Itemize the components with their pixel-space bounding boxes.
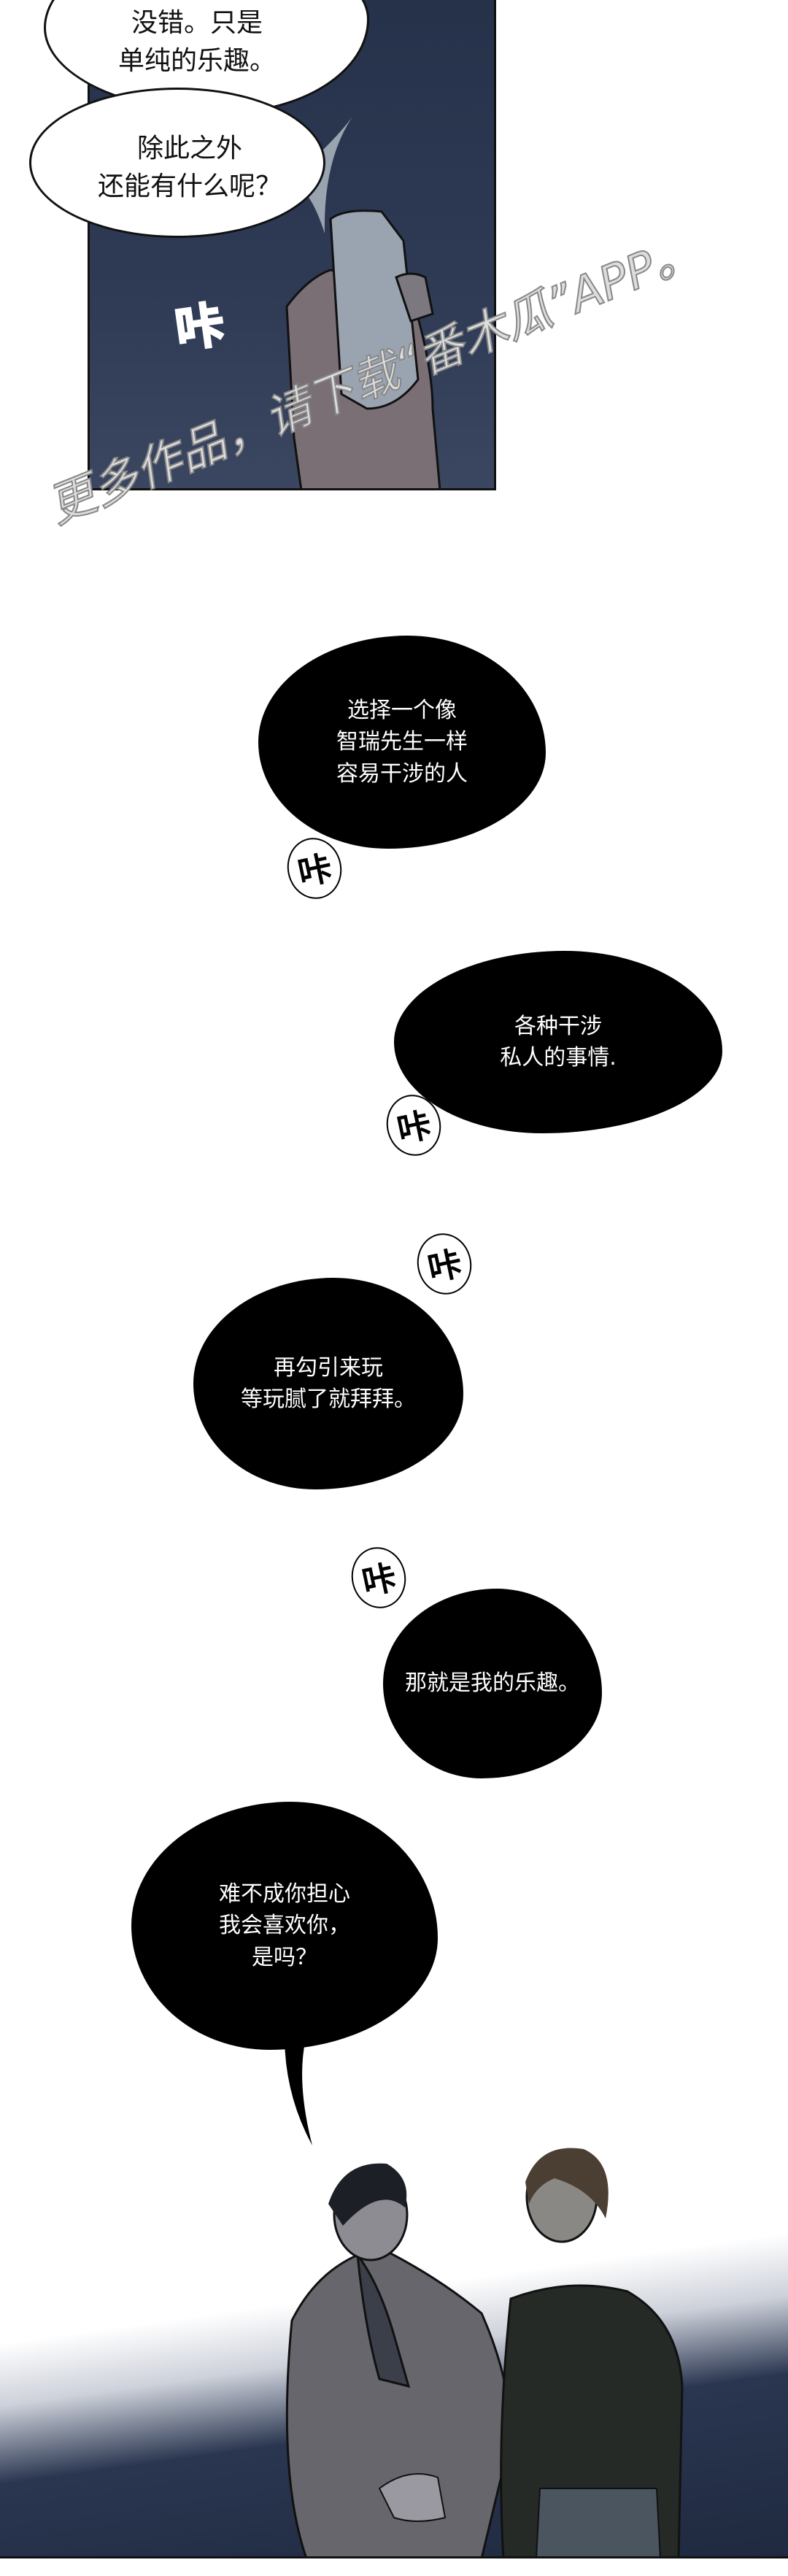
text-line: 我会喜欢你， (219, 1913, 350, 1939)
text-line: 单纯的乐趣。 (117, 46, 276, 77)
speech-bubble-black: 各种干涉 私人的事情. (394, 951, 722, 1133)
speech-bubble-black: 再勾引来玩 等玩腻了就拜拜。 (193, 1278, 463, 1489)
text-line: 再勾引来玩 (274, 1354, 383, 1381)
text-line: 没错。只是 (131, 8, 263, 38)
sound-effect: 咔 (171, 295, 228, 359)
bubble-text: 没错。只是 单纯的乐趣。 (102, 4, 292, 80)
comic-panel-two-men (0, 2145, 788, 2558)
sound-effect: 咔 (412, 1228, 477, 1300)
sound-effect: 咔 (282, 833, 347, 904)
hand-holding-lighter-illustration (285, 117, 441, 488)
text-line: 难不成你担心 (219, 1881, 350, 1907)
text-line: 容易干涉的人 (336, 760, 468, 787)
bubble-tail (285, 2036, 312, 2145)
text-line: 除此之外 (136, 134, 242, 163)
text-line: 各种干涉 (514, 1013, 602, 1039)
text-line: 选择一个像 (347, 697, 457, 723)
text-line: 等玩腻了就拜拜。 (241, 1387, 416, 1412)
text-line: 还能有什么呢？ (97, 171, 282, 202)
speech-bubble-white-2 (29, 88, 325, 238)
speech-bubble-black: 选择一个像 智瑞先生一样 容易干涉的人 (258, 636, 546, 849)
speech-bubble-black: 难不成你担心 我会喜欢你， 是吗？ (131, 1802, 438, 2050)
speech-bubble-black: 那就是我的乐趣。 (383, 1589, 602, 1778)
sound-effect: 咔 (346, 1542, 412, 1613)
text-line: 私人的事情. (500, 1045, 617, 1071)
two-men-illustration (285, 2148, 684, 2556)
text-line: 智瑞先生一样 (336, 729, 468, 755)
text-line: 那就是我的乐趣。 (405, 1670, 580, 1697)
text-line: 是吗？ (252, 1944, 317, 1970)
bubble-text: 除此之外 还能有什么呢？ (88, 130, 292, 206)
